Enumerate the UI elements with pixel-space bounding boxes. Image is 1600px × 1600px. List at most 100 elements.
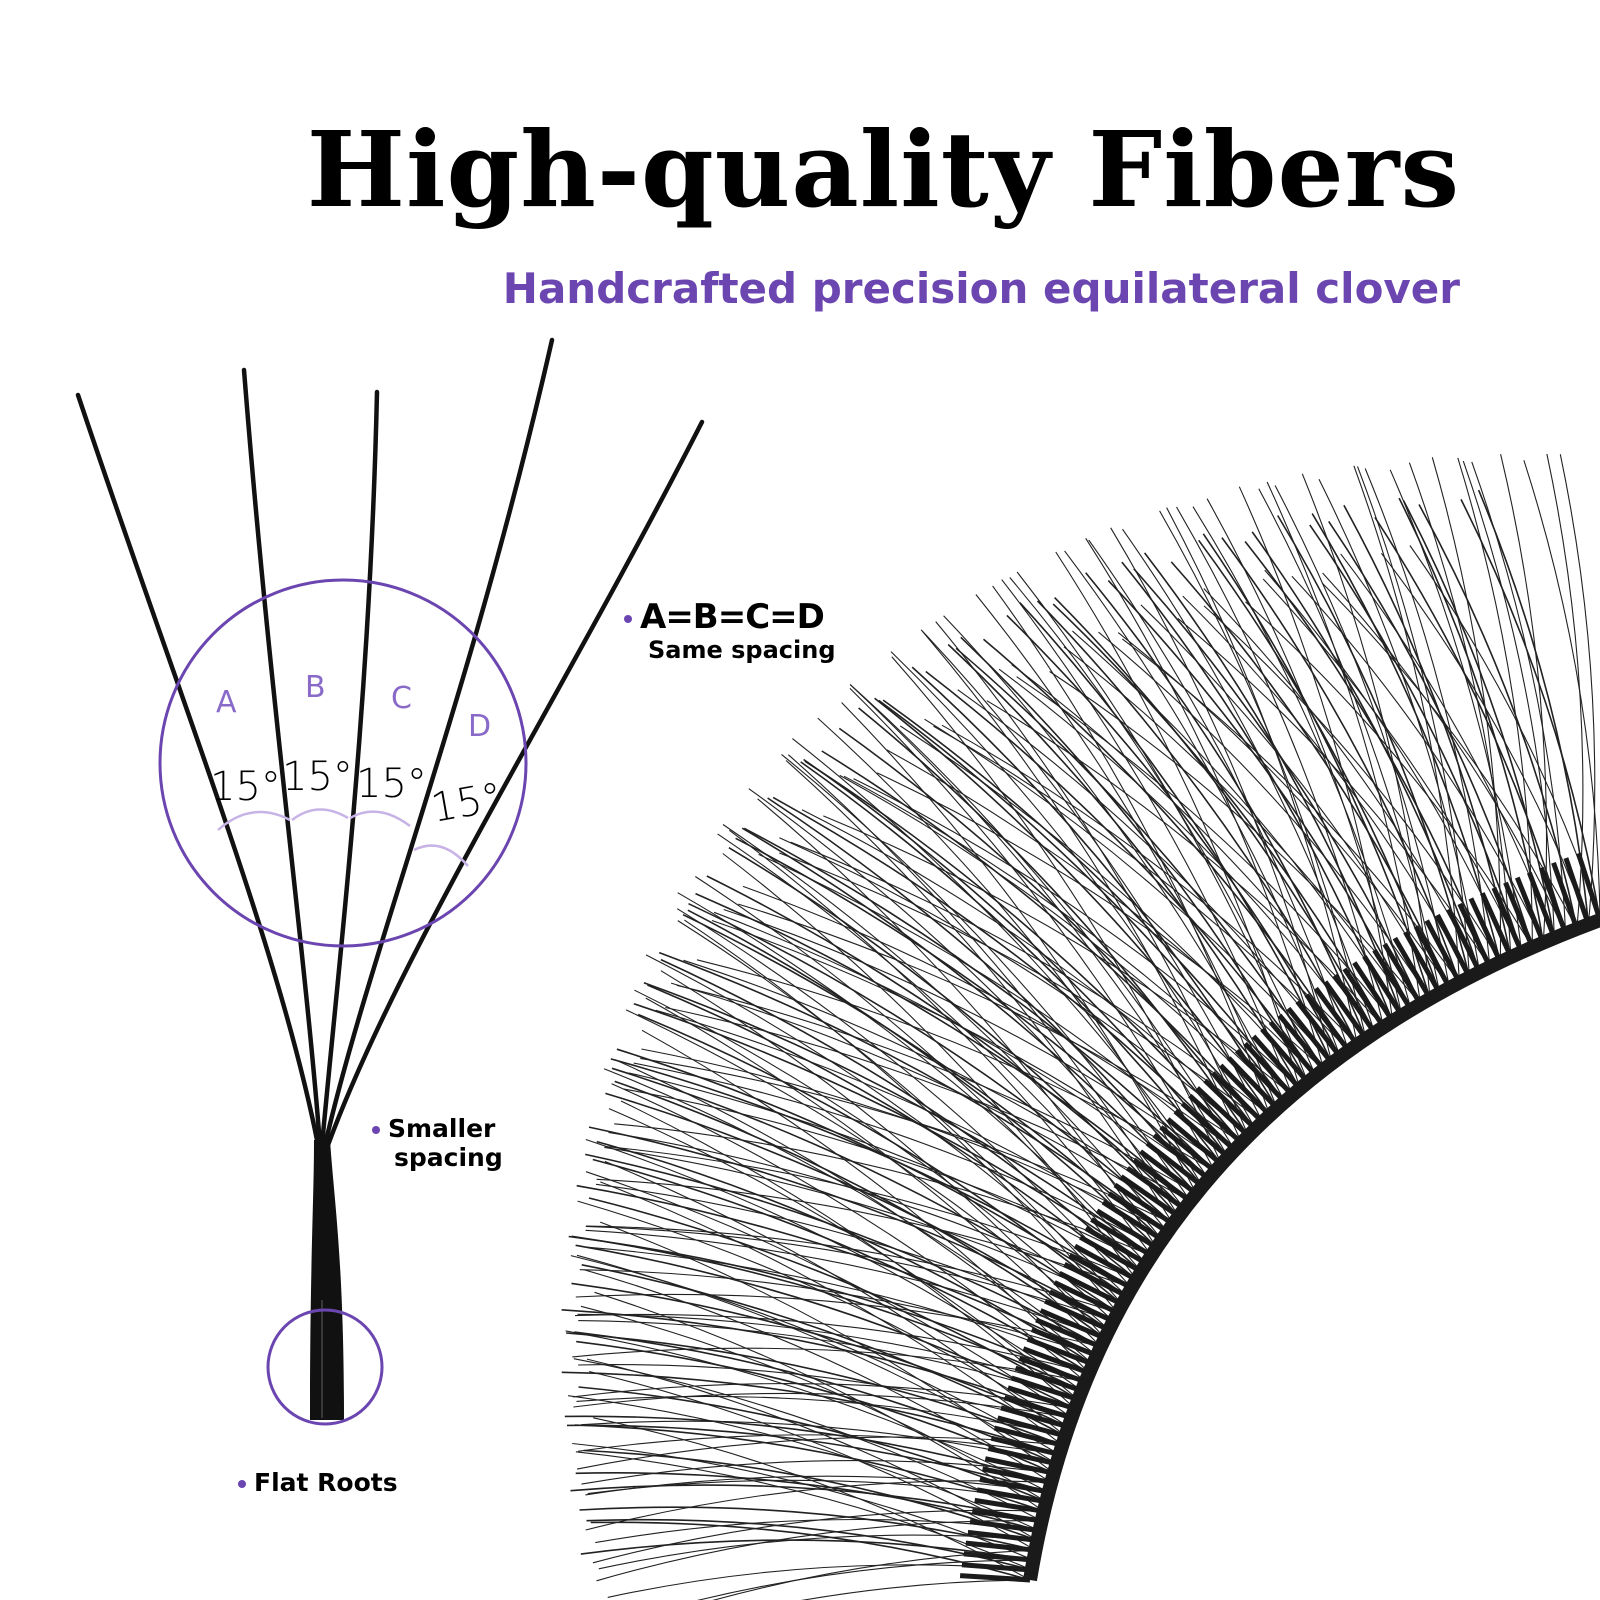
lash-fiber [1389, 469, 1523, 953]
lash-fiber [1460, 499, 1600, 921]
lash-fiber [575, 1472, 1040, 1532]
lash-fiber [957, 689, 1341, 1058]
lash-root [1000, 1405, 1070, 1430]
lash-fiber [748, 788, 1185, 1210]
angle-value-b: 15° [282, 754, 353, 800]
lash-fiber [729, 829, 1152, 1256]
lash-fiber [890, 651, 1256, 1130]
lash-root [1159, 1125, 1217, 1174]
lash-root [974, 1497, 1045, 1514]
lash-fiber [1462, 460, 1555, 938]
lash-fiber [1309, 524, 1523, 953]
lash-fiber [590, 1521, 1031, 1581]
lash-root [1058, 1271, 1124, 1307]
lash-fiber [722, 853, 1137, 1281]
lash-fiber [1001, 579, 1293, 1096]
lash-root [1413, 925, 1452, 989]
lash-fiber [1170, 561, 1451, 989]
lash-fiber [603, 1068, 1098, 1356]
lash-root [1126, 1166, 1186, 1211]
lash-fiber [792, 738, 1210, 1180]
lash-fiber [576, 1184, 1098, 1357]
lash-root [1180, 1101, 1237, 1152]
lash-fiber [1238, 486, 1394, 1022]
lash-root [1007, 1385, 1076, 1411]
lash-fiber [800, 761, 1223, 1165]
lash-fiber [741, 827, 1197, 1195]
lash-fiber [623, 1088, 1147, 1264]
lash-root [1526, 871, 1557, 939]
lash-root [967, 1529, 1038, 1543]
lash-fiber [581, 1460, 1054, 1485]
lash-fiber [576, 1436, 1063, 1470]
lash-fiber [712, 1549, 1036, 1600]
lash-fiber [1311, 513, 1502, 963]
lash-fiber [658, 951, 1168, 1233]
lash-fiber [585, 1225, 1114, 1322]
lash-fiber [886, 749, 1317, 1077]
fan-fibers [75, 337, 705, 1148]
lash-fiber [723, 908, 1222, 1165]
lash-root [982, 1466, 1052, 1486]
lash-fiber [921, 630, 1243, 1144]
lash-fiber [1374, 516, 1567, 934]
lash-fiber [1054, 597, 1376, 1034]
lash-fiber [1559, 454, 1596, 925]
lash-root [1392, 936, 1433, 1000]
lash-fiber [596, 1520, 1042, 1582]
lash-root [1563, 857, 1591, 926]
lash-fiber [1011, 664, 1376, 1034]
lash-fiber [874, 697, 1271, 1116]
angle-arc-c [349, 810, 411, 828]
lash-fiber [878, 699, 1286, 1103]
lash-fiber [785, 760, 1174, 1225]
root-circle [266, 1308, 384, 1426]
fiber-2 [241, 367, 323, 1148]
lash-fiber [660, 970, 1106, 1339]
lash-fiber [607, 1564, 1032, 1598]
lash-fiber [1036, 600, 1359, 1046]
lash-fiber [1009, 577, 1317, 1077]
lash-fiber [1258, 488, 1441, 994]
lash-fiber [1477, 489, 1590, 925]
lash-fiber [676, 984, 1197, 1195]
lash-root [1295, 1000, 1343, 1059]
lash-fiber [697, 1559, 1034, 1600]
lash-fiber [1245, 601, 1533, 948]
lash-fiber [1262, 578, 1523, 953]
lash-fiber [585, 1225, 1118, 1314]
lash-fiber [1266, 481, 1422, 1005]
lash-fiber [573, 1392, 1072, 1419]
lash-fiber [772, 796, 1236, 1151]
lash-fiber [1177, 617, 1491, 968]
lash-root [1332, 973, 1377, 1035]
lash-root [979, 1476, 1050, 1495]
lash-fiber [585, 1229, 1105, 1339]
lash-root [1234, 1048, 1287, 1104]
lash-root [1044, 1298, 1111, 1332]
lash-fiber [1016, 676, 1394, 1022]
lash-fiber [982, 638, 1350, 1052]
lash-fiber [1064, 550, 1341, 1058]
lash-fiber [608, 1131, 1128, 1297]
lash-fiber [920, 629, 1264, 1123]
lash-fiber [688, 902, 1174, 1225]
lash-fiber [1098, 631, 1431, 999]
lash-fiber [677, 920, 1123, 1305]
lash-fiber [604, 1146, 1123, 1305]
lash-fiber [670, 982, 1180, 1217]
lash-fiber [611, 1083, 1086, 1383]
lash-root [1446, 908, 1482, 974]
lash-fiber [677, 892, 1147, 1264]
lash-fiber [787, 754, 1180, 1217]
label-d: D [468, 709, 491, 744]
lash-fiber [614, 1123, 1152, 1257]
lash-root [1048, 1289, 1115, 1324]
smaller-spacing-line1: Smaller [388, 1114, 496, 1143]
lash-fiber [955, 647, 1325, 1070]
lash-root [1063, 1261, 1128, 1299]
lash-fiber [645, 954, 1128, 1297]
lash-fiber [722, 824, 1168, 1233]
lash-fiber [1343, 504, 1512, 958]
